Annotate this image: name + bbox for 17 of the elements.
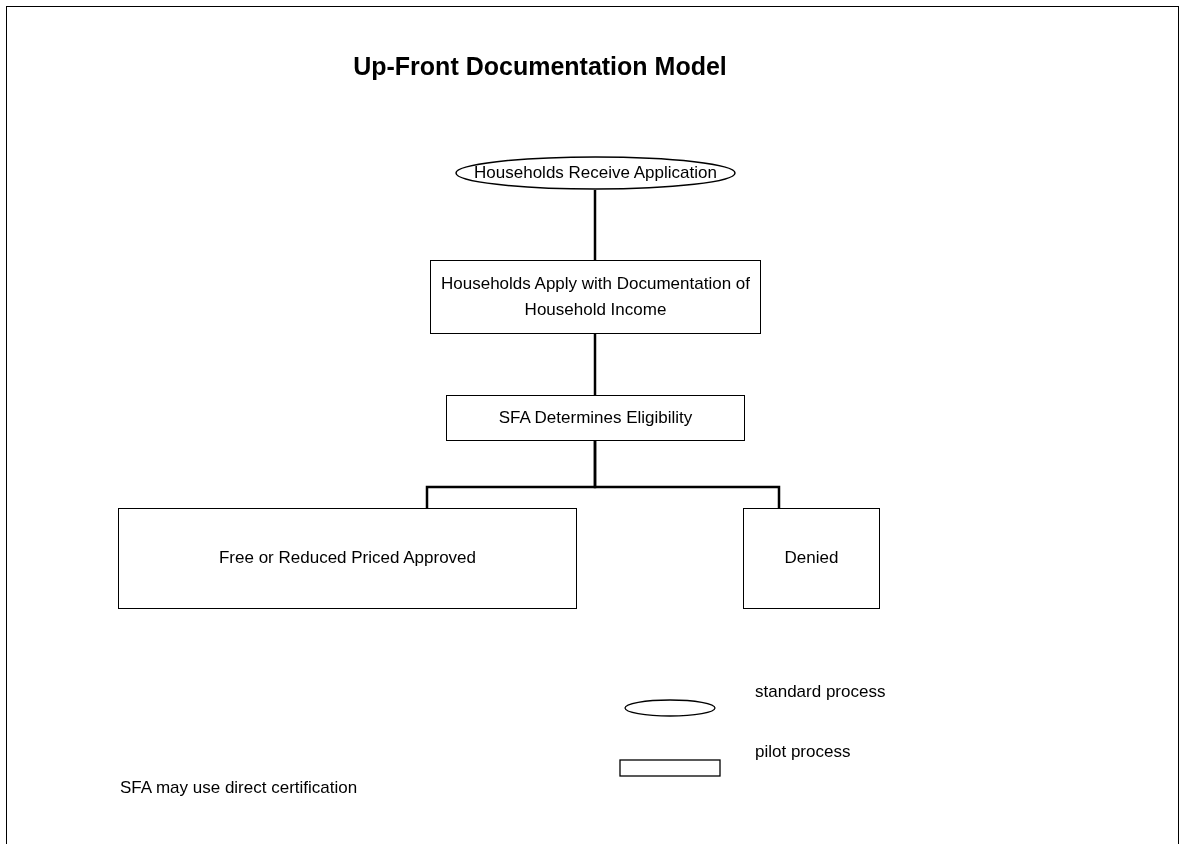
connector-line (593, 190, 597, 260)
note-text: SFA may use direct certification (120, 778, 358, 798)
process-box (743, 508, 880, 609)
process-box (446, 395, 745, 441)
node-text: Denied (784, 547, 839, 570)
node-text: SFA Determines Eligibility (498, 406, 693, 429)
process-box (430, 260, 761, 334)
start-ellipse (455, 156, 736, 190)
legend-text: standard process (755, 682, 886, 702)
legend-text: pilot process (755, 742, 851, 762)
node-text: Households Apply with Documentation of Household Income (440, 272, 751, 321)
process-box (118, 508, 577, 609)
connector-line (593, 334, 597, 395)
node-text: Households Receive Application (474, 161, 717, 184)
connector-line (593, 441, 781, 508)
diagram-title: Up-Front Documentation Model (352, 52, 728, 81)
node-text: Free or Reduced Priced Approved (218, 547, 476, 570)
